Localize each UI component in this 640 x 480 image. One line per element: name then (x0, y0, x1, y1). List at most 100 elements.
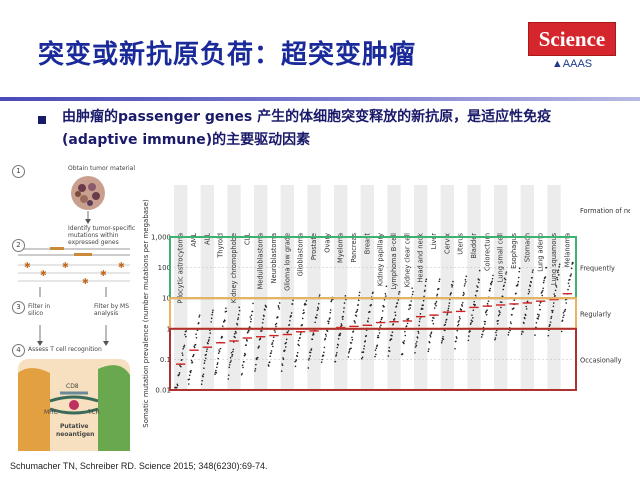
science-logo: Science ▲AAAS (528, 22, 616, 72)
data-point (562, 311, 565, 314)
data-point (501, 301, 503, 304)
data-point (355, 315, 358, 317)
data-point (245, 344, 247, 346)
data-point (248, 329, 250, 332)
data-point (542, 287, 544, 290)
bullet-text: 由肿瘤的passenger genes 产生的体细胞突变释放的新抗原，是适应性免… (62, 109, 552, 148)
data-point (309, 351, 312, 354)
data-point (497, 319, 499, 322)
data-point (351, 336, 353, 339)
data-point (188, 374, 191, 377)
y-tick-label: 100 (158, 264, 171, 272)
data-point (463, 285, 466, 287)
data-point (203, 367, 205, 370)
data-point (179, 364, 181, 367)
data-point (471, 320, 474, 323)
data-point (418, 324, 420, 327)
data-point (425, 280, 427, 283)
data-point (564, 308, 567, 311)
data-point (329, 309, 332, 311)
data-point (429, 334, 431, 337)
data-point (522, 331, 524, 333)
data-point (307, 367, 310, 369)
data-point (277, 304, 280, 307)
data-point (367, 317, 370, 320)
data-point (243, 360, 245, 363)
data-point (337, 344, 339, 346)
svg-text:✱: ✱ (100, 269, 107, 278)
data-point (309, 355, 311, 357)
data-point (419, 313, 422, 315)
data-point (552, 305, 555, 308)
data-point (295, 359, 298, 361)
data-point (231, 355, 233, 357)
data-point (527, 292, 530, 295)
data-point (204, 357, 207, 360)
aaas-text: AAAS (562, 58, 593, 70)
data-point (484, 320, 487, 323)
data-point (287, 330, 290, 332)
data-point (448, 302, 451, 304)
data-point (433, 307, 436, 309)
data-point (555, 284, 557, 287)
data-point (554, 289, 557, 292)
data-point (369, 311, 371, 313)
data-point (385, 295, 387, 297)
data-point (210, 321, 212, 323)
data-point (284, 346, 287, 348)
data-point (176, 384, 179, 387)
data-point (360, 357, 363, 360)
data-point (197, 322, 200, 324)
data-point (411, 293, 414, 296)
data-point (325, 335, 327, 337)
data-point (249, 326, 251, 328)
data-point (185, 330, 188, 332)
data-point (297, 343, 299, 346)
data-point (404, 334, 407, 337)
data-point (272, 340, 275, 342)
data-point (361, 356, 364, 359)
data-point (553, 293, 556, 295)
data-point (278, 302, 281, 304)
data-point (505, 273, 507, 275)
data-point (454, 347, 456, 350)
data-point (403, 340, 406, 342)
data-point (547, 334, 550, 337)
data-point (541, 291, 543, 293)
data-point (473, 300, 476, 303)
category-label: Kidney chromophobe (230, 233, 238, 303)
category-label: Kidney papillary (377, 233, 385, 286)
data-point (336, 351, 338, 354)
data-point (250, 314, 253, 317)
data-point (381, 310, 384, 312)
data-point (557, 269, 560, 272)
data-point (478, 269, 481, 272)
step-1-text: Obtain tumor material (68, 165, 136, 172)
data-point (432, 317, 435, 319)
data-point (537, 315, 540, 318)
data-point (545, 266, 548, 269)
data-point (310, 349, 312, 351)
data-point (271, 343, 273, 345)
data-point (456, 329, 459, 332)
data-point (259, 337, 262, 340)
data-point (552, 309, 554, 312)
data-point (517, 283, 519, 285)
data-point (385, 285, 388, 288)
data-point (236, 323, 239, 326)
data-point (503, 277, 506, 280)
data-point (362, 351, 365, 353)
data-point (495, 334, 498, 336)
data-point (356, 308, 359, 311)
data-point (206, 348, 208, 350)
data-point (214, 373, 216, 375)
data-point (322, 354, 325, 357)
y-tick-label: 1,000 (151, 234, 171, 242)
data-point (525, 305, 527, 308)
data-point (431, 319, 434, 322)
tumor-cell-cluster-icon (71, 176, 105, 210)
data-point (379, 326, 381, 328)
data-point (470, 319, 473, 322)
neoantigen-band-box (169, 327, 577, 392)
data-point (357, 299, 360, 302)
